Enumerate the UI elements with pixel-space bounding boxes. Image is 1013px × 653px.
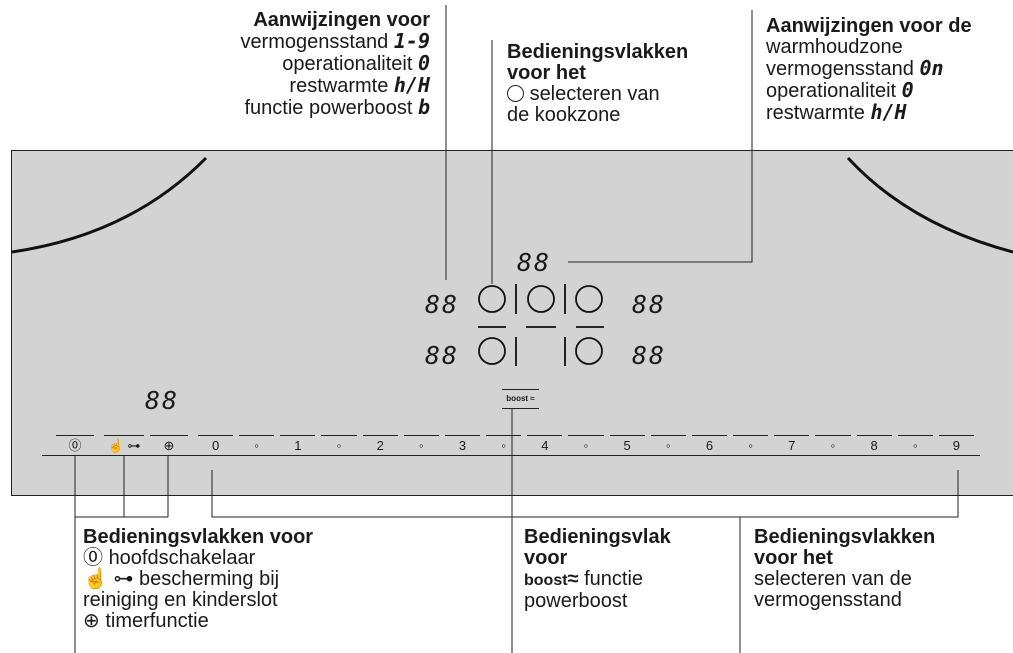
level-dot-key[interactable]: ◦	[733, 435, 769, 456]
bottom-right-title-1: Bedieningsvlakken	[754, 526, 936, 548]
bottom-middle-title-2: voor	[524, 547, 568, 569]
front-left-display: 88	[425, 341, 460, 370]
rear-left-zone-circle[interactable]	[478, 285, 506, 313]
top-left-line-3-text: restwarmte	[289, 75, 389, 97]
front-right-zone-circle[interactable]	[575, 337, 603, 365]
level-dot-key[interactable]: ◦	[239, 435, 275, 456]
top-middle-line-2: de kookzone	[507, 104, 621, 126]
level-dot-key[interactable]: ◦	[321, 435, 357, 456]
level-0-key[interactable]: 0	[198, 435, 234, 456]
bottom-middle-annotation: Bedieningsvlak voor boost≈ functie power…	[524, 527, 724, 612]
level-7-key[interactable]: 7	[774, 435, 810, 456]
bottom-middle-line-1-text: functie	[584, 568, 644, 590]
top-middle-title-2: voor het	[507, 62, 586, 84]
rear-left-display: 88	[425, 290, 460, 319]
clock-icon: ⊕	[83, 610, 100, 632]
level-dot-key[interactable]: ◦	[897, 435, 933, 456]
center-zone-circle[interactable]	[527, 285, 555, 313]
boost-word: boost	[524, 572, 568, 589]
left-zone-arc	[11, 156, 208, 254]
top-right-line-3: operationaliteit 0	[766, 80, 1013, 102]
boost-chevron-icon: ≈	[567, 568, 579, 590]
top-left-annotation: Aanwijzingen voor vermogensstand 1-9 ope…	[150, 10, 430, 119]
level-3-key[interactable]: 3	[444, 435, 481, 456]
bottom-left-line-3: reiniging en kinderslot	[83, 589, 278, 611]
lock-button[interactable]: ☝ ⊶	[104, 435, 144, 456]
rear-right-zone-circle[interactable]	[575, 285, 603, 313]
top-left-symbol-4: b	[417, 95, 430, 119]
top-left-line-2-text: operationaliteit	[282, 53, 413, 75]
circle-icon	[507, 85, 524, 102]
level-6-key[interactable]: 6	[691, 435, 728, 456]
bottom-right-line-1: selecteren van de	[754, 568, 912, 590]
top-left-symbol-1: 1-9	[393, 29, 430, 53]
top-right-symbol-3: 0	[901, 78, 914, 102]
bottom-left-title: Bedieningsvlakken voor	[83, 526, 314, 548]
top-left-line-4: functie powerboost b	[150, 95, 431, 119]
bottom-left-line-2: ☝ ⊶ bescherming bij	[83, 569, 413, 590]
top-left-symbol-2: 0	[417, 51, 430, 75]
bottom-right-line-2: vermogensstand	[754, 589, 902, 611]
bottom-right-title-2: voor het	[754, 547, 833, 569]
level-5-key[interactable]: 5	[609, 435, 645, 456]
rear-right-display: 88	[632, 290, 667, 319]
hand-key-icon: ☝ ⊶	[83, 568, 134, 590]
level-dot-key[interactable]: ◦	[486, 435, 522, 456]
main-switch-button[interactable]: ⓪	[56, 435, 94, 456]
power-icon: ⓪	[83, 547, 103, 569]
level-1-key[interactable]: 1	[280, 435, 316, 456]
bottom-left-line-2-text: bescherming bij	[139, 568, 280, 590]
top-right-line-1: warmhoudzone	[766, 36, 903, 58]
level-2-key[interactable]: 2	[362, 435, 398, 456]
top-left-symbol-3: h/H	[393, 73, 430, 97]
bottom-left-annotation: Bedieningsvlakken voor ⓪ hoofdschakelaar…	[83, 527, 413, 632]
top-right-line-2-text: vermogensstand	[766, 58, 914, 80]
front-right-display: 88	[632, 341, 667, 370]
key-row-underline	[42, 455, 980, 456]
timer-button[interactable]: ⊕	[150, 435, 188, 456]
level-dot-key[interactable]: ◦	[568, 435, 604, 456]
top-middle-line-1-text: selecteren van	[529, 83, 660, 105]
top-middle-annotation: Bedieningsvlakken voor het selecteren va…	[507, 42, 747, 126]
top-left-line-1: vermogensstand 1-9	[150, 31, 430, 53]
bottom-middle-line-1: boost≈ functie	[524, 569, 724, 591]
top-left-line-4-text: functie powerboost	[244, 97, 413, 119]
bottom-left-line-1: ⓪ hoofdschakelaar	[83, 548, 413, 569]
top-left-line-2: operationaliteit 0	[150, 53, 430, 75]
bottom-middle-title-1: Bedieningsvlak	[524, 526, 671, 548]
top-left-line-3: restwarmte h/H	[150, 75, 430, 97]
bottom-right-annotation: Bedieningsvlakken voor het selecteren va…	[754, 527, 1004, 611]
bottom-left-line-1-text: hoofdschakelaar	[108, 547, 256, 569]
bottom-left-line-4: ⊕ timerfunctie	[83, 611, 413, 632]
level-dot-key[interactable]: ◦	[650, 435, 686, 456]
top-middle-title-1: Bedieningsvlakken	[507, 41, 689, 63]
level-8-key[interactable]: 8	[856, 435, 892, 456]
timer-display: 88	[145, 386, 180, 415]
level-4-key[interactable]: 4	[527, 435, 563, 456]
right-zone-arc	[846, 156, 1013, 254]
level-dot-key[interactable]: ◦	[403, 435, 439, 456]
top-middle-line-1: selecteren van	[507, 84, 747, 105]
level-9-key[interactable]: 9	[938, 435, 974, 456]
boost-button[interactable]: boost ≈	[502, 389, 539, 409]
front-left-zone-circle[interactable]	[478, 337, 506, 365]
top-left-line-1-text: vermogensstand	[240, 31, 389, 53]
top-left-title: Aanwijzingen voor	[253, 9, 430, 31]
top-right-line-4: restwarmte h/H	[766, 102, 1013, 124]
top-right-symbol-4: h/H	[870, 100, 907, 124]
top-right-annotation: Aanwijzingen voor de warmhoudzone vermog…	[766, 16, 1013, 124]
level-dot-key[interactable]: ◦	[815, 435, 851, 456]
warm-zone-display: 88	[517, 248, 552, 277]
bottom-left-line-4-text: timerfunctie	[105, 610, 209, 632]
top-right-line-3-text: operationaliteit	[766, 80, 897, 102]
top-right-symbol-2: 0n	[919, 56, 944, 80]
top-right-line-2: vermogensstand 0n	[766, 58, 1013, 80]
bottom-middle-line-2: powerboost	[524, 590, 628, 612]
top-right-line-4-text: restwarmte	[766, 102, 865, 124]
top-right-title: Aanwijzingen voor de	[766, 15, 972, 37]
